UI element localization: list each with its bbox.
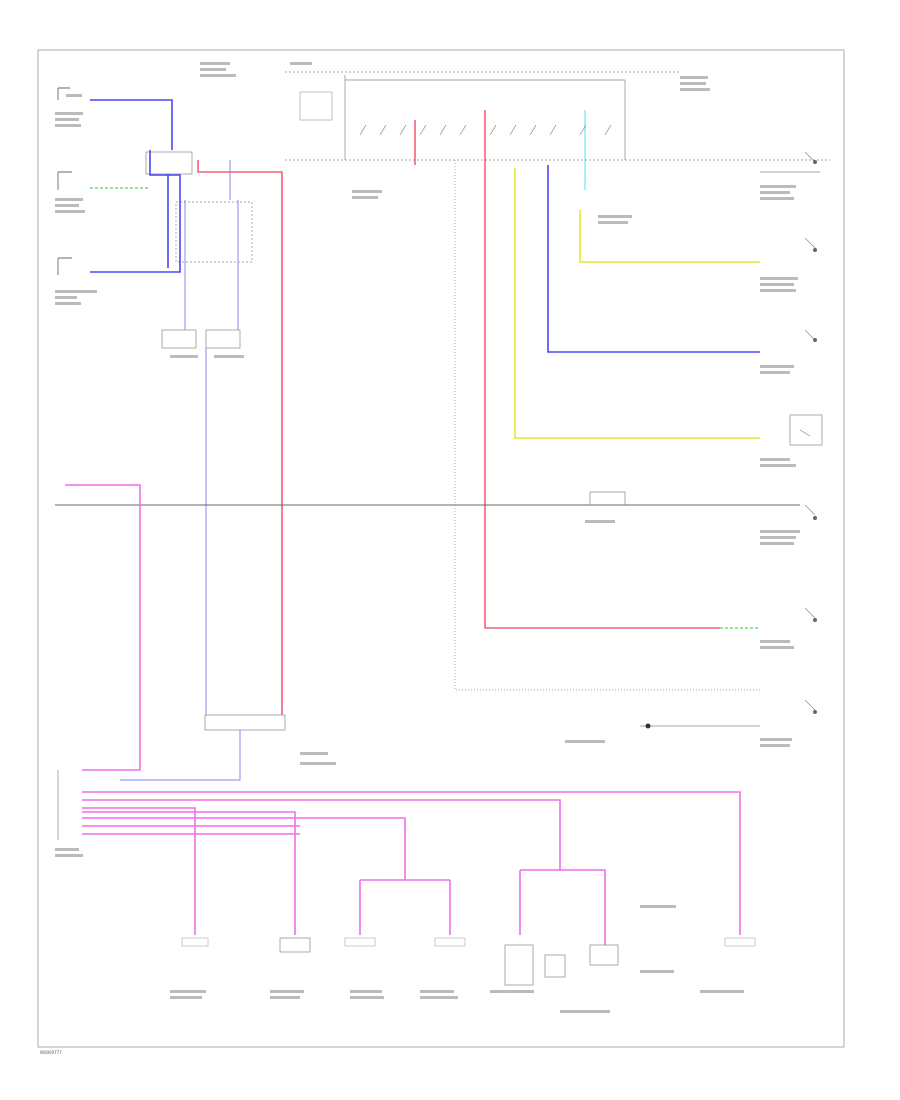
top-bus (285, 71, 830, 691)
yellow-wires (514, 168, 760, 439)
top-left-components (57, 87, 253, 349)
red-wires (197, 110, 720, 715)
mid-connector (204, 714, 286, 731)
diagram-frame (37, 49, 845, 1048)
blue-wires (90, 99, 760, 353)
mid-bus (55, 491, 800, 506)
label-marks (55, 62, 800, 1013)
pink-harness (65, 484, 741, 945)
top-switches (299, 91, 612, 136)
lavender-wires (120, 160, 241, 781)
right-components (640, 151, 823, 729)
bottom-connectors (181, 937, 756, 986)
footer-code: W0000777 (40, 1050, 62, 1055)
